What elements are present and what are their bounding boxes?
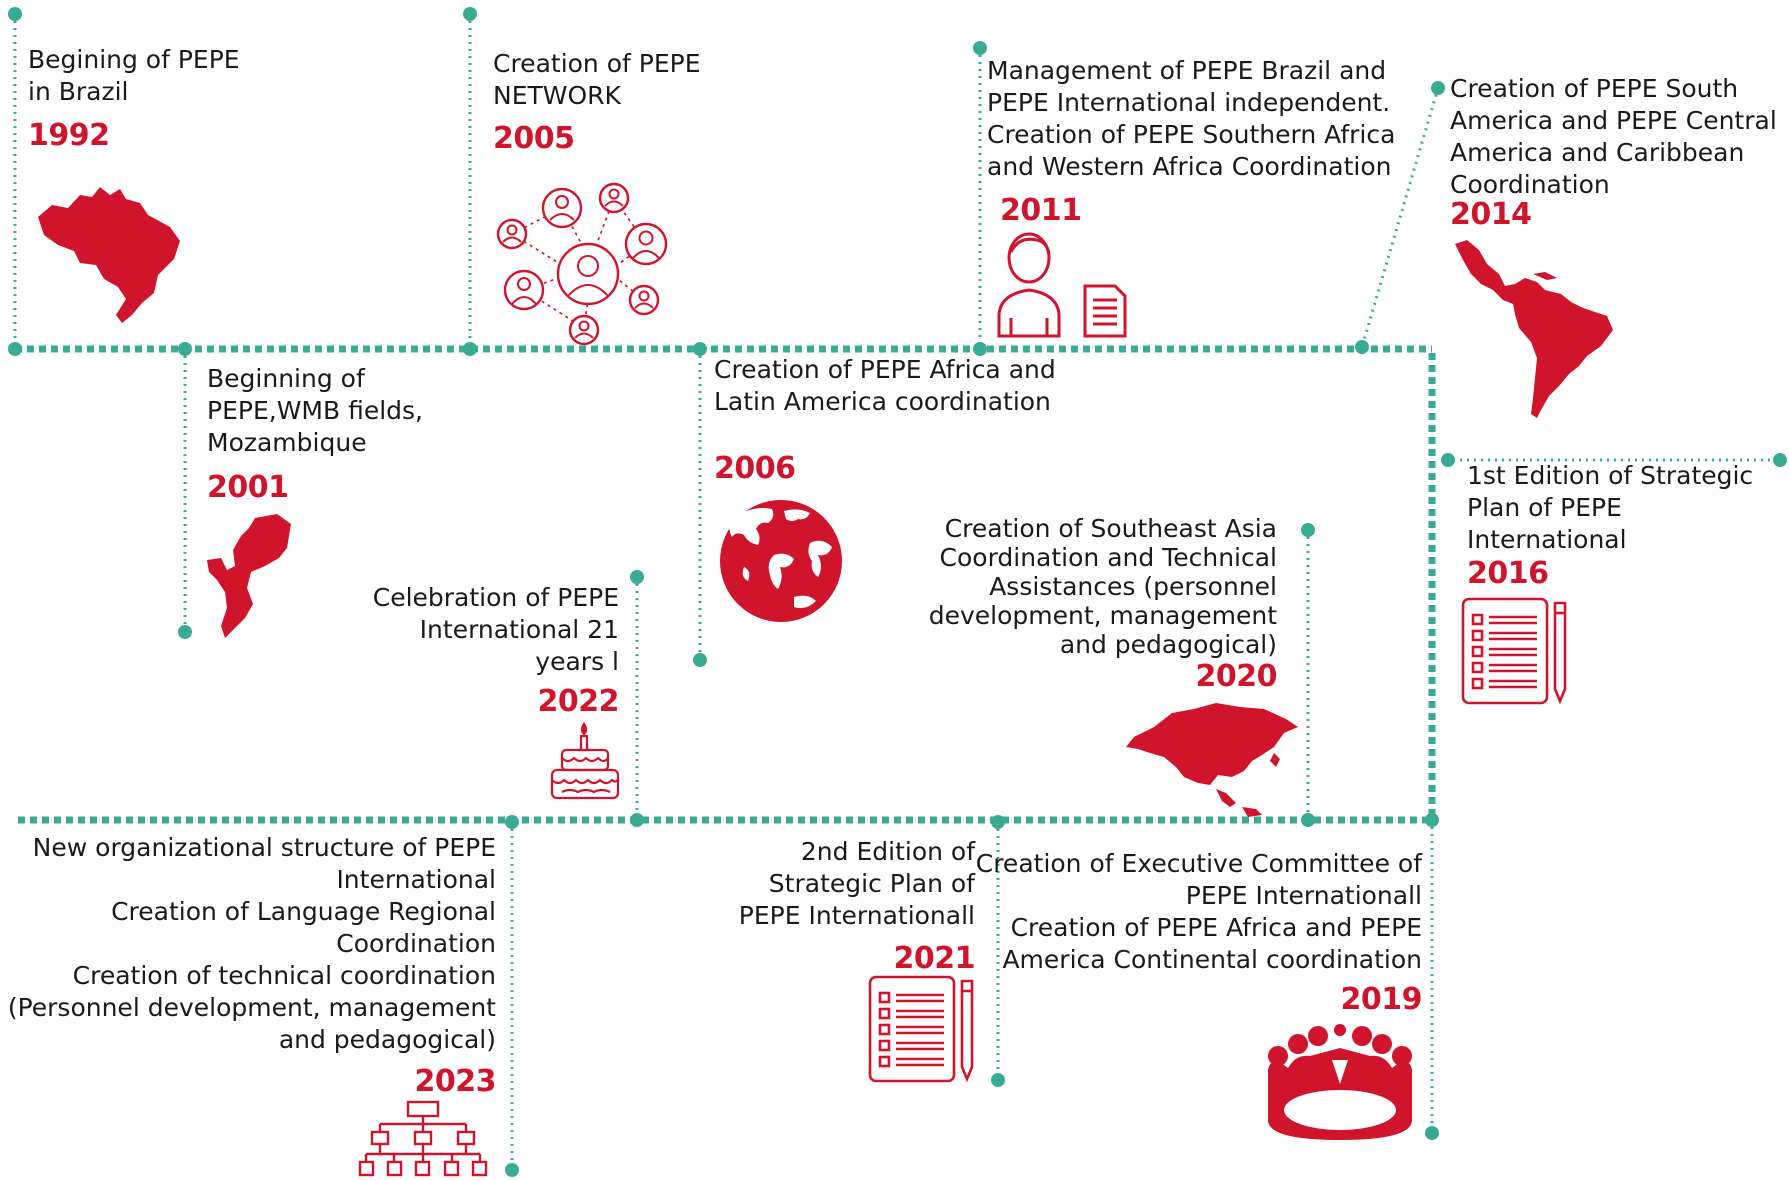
event-2023-top-dot: [505, 815, 519, 829]
event-2021-top-dot: [991, 815, 1005, 829]
event-2020-base-dot: [1301, 813, 1315, 827]
event-2006-year: 2006: [714, 451, 796, 486]
event-2022-text: Celebration of PEPE International 21 yea…: [372, 583, 619, 676]
latin-america-map-icon: [1455, 240, 1613, 418]
checklist-icon-2016: [1461, 597, 1567, 705]
event-2011-text: Management of PEPE Brazil and PEPE Inter…: [987, 56, 1396, 181]
event-1992-base-dot: [8, 342, 22, 356]
birthday-cake-icon: [550, 722, 620, 800]
network-people-icon: [496, 182, 668, 346]
event-2001-text: Beginning of PEPE,WMB fields, Mozambique: [207, 364, 423, 457]
event-2014-top-dot: [1431, 81, 1445, 95]
event-2023-year: 2023: [414, 1064, 497, 1099]
event-2022-top-dot: [630, 570, 644, 584]
event-2022-year: 2022: [537, 684, 620, 719]
event-2005-base-dot: [463, 342, 477, 356]
brazil-map-icon: [38, 187, 180, 323]
checklist-icon-2021: [868, 975, 974, 1083]
event-2001-end-dot: [178, 625, 192, 639]
event-1992-year: 1992: [28, 118, 110, 153]
event-2020-year: 2020: [1195, 659, 1278, 694]
event-2014-stem: [1360, 87, 1440, 348]
event-2014-base-dot: [1355, 340, 1369, 354]
event-2021-year: 2021: [893, 941, 976, 976]
event-2019-top-dot: [1425, 813, 1439, 827]
meeting-table-icon: [1268, 1024, 1412, 1140]
event-2016-end-dot: [1773, 453, 1787, 467]
event-2021-end-dot: [991, 1073, 1005, 1087]
event-2006-text: Creation of PEPE Africa and Latin Americ…: [714, 355, 1056, 416]
event-2005-year: 2005: [493, 121, 575, 156]
event-2020-text: Creation of Southeast Asia Coordination …: [928, 514, 1277, 659]
event-1992-top-dot: [8, 7, 22, 21]
event-2005-text: Creation of PEPE NETWORK: [493, 49, 701, 110]
event-2001-top-dot: [178, 342, 192, 356]
event-2016-start-dot: [1441, 453, 1455, 467]
event-2011-year: 2011: [1000, 193, 1082, 228]
person-document-icon: [997, 232, 1127, 338]
event-2006-top-dot: [693, 342, 707, 356]
event-2022-base-dot: [630, 813, 644, 827]
event-1992-text: Begining of PEPE in Brazil: [28, 45, 240, 106]
event-2019-end-dot: [1425, 1126, 1439, 1140]
org-chart-icon: [358, 1100, 488, 1177]
event-2021-text: 2nd Edition of Strategic Plan of PEPE In…: [738, 837, 975, 930]
event-2020-top-dot: [1301, 523, 1315, 537]
event-2011-top-dot: [973, 41, 987, 55]
event-2023-text: New organizational structure of PEPE Int…: [7, 833, 496, 1054]
event-2001-year: 2001: [207, 470, 289, 505]
event-2014-year: 2014: [1450, 197, 1532, 232]
asia-map-icon: [1126, 703, 1298, 817]
event-2016-year: 2016: [1467, 556, 1549, 591]
event-2014-text: Creation of PEPE South America and PEPE …: [1450, 74, 1777, 199]
event-2005-top-dot: [463, 7, 477, 21]
event-2019-year: 2019: [1340, 982, 1423, 1017]
event-2006-end-dot: [693, 653, 707, 667]
event-2019-text: Creation of Executive Committee of PEPE …: [975, 849, 1422, 974]
globe-icon: [720, 500, 842, 622]
event-2016-text: 1st Edition of Strategic Plan of PEPE In…: [1467, 461, 1754, 554]
event-2011-base-dot: [973, 342, 987, 356]
mozambique-map-icon: [207, 514, 291, 638]
event-2023-end-dot: [505, 1163, 519, 1177]
